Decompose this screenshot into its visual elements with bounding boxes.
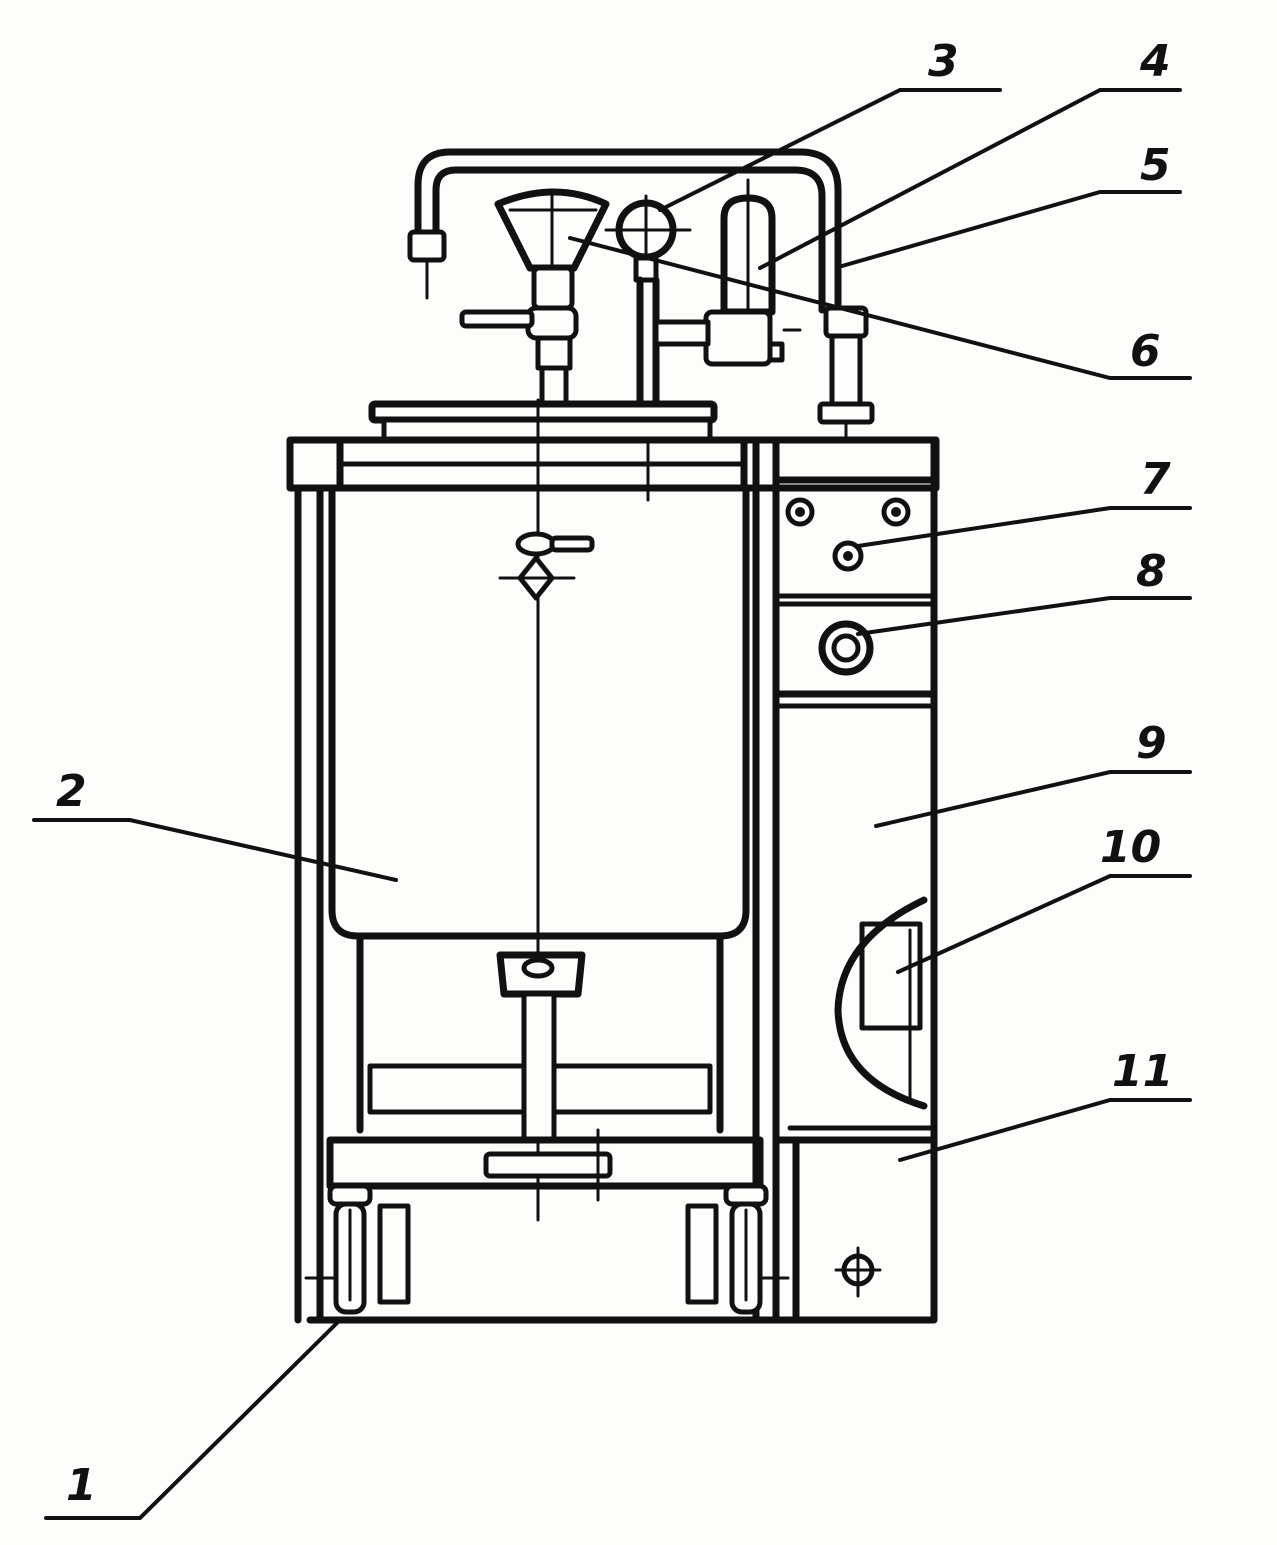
callout-7: 7 <box>1140 454 1171 505</box>
callout-1: 1 <box>66 1460 97 1511</box>
signal-lamps <box>785 497 911 572</box>
base-knob <box>834 1246 882 1298</box>
right-leg <box>685 1183 790 1315</box>
callout-3: 3 <box>928 36 959 87</box>
pressure-gauge <box>604 194 692 502</box>
leader-lines <box>32 88 1192 1520</box>
callout-numbers: 1 2 3 4 5 6 7 8 9 10 11 <box>56 36 1173 1511</box>
callout-6: 6 <box>1130 326 1161 377</box>
callout-5: 5 <box>1140 140 1171 191</box>
callout-10: 10 <box>1100 822 1161 873</box>
control-cabinet <box>772 436 938 1324</box>
left-leg <box>304 1183 411 1315</box>
side-window <box>834 896 928 1110</box>
callout-9: 9 <box>1136 718 1167 769</box>
switch-knob <box>818 620 874 676</box>
callout-11: 11 <box>1112 1046 1173 1097</box>
lower-frame <box>326 936 764 1202</box>
funnel-valve <box>459 188 610 407</box>
callout-4: 4 <box>1139 36 1171 87</box>
safety-valve <box>653 178 802 367</box>
lid <box>368 400 718 443</box>
overflow-pipe <box>407 148 875 444</box>
callout-8: 8 <box>1136 546 1167 597</box>
callout-2: 2 <box>56 766 87 817</box>
